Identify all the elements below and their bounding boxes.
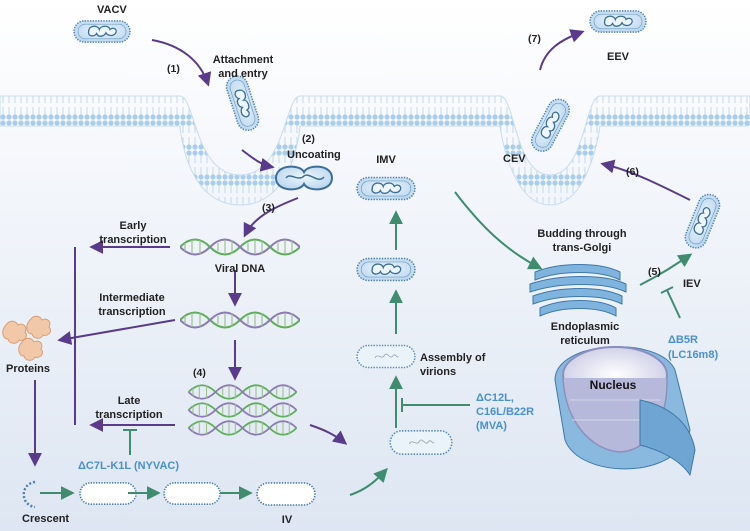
viral-dna-label: Viral DNA bbox=[215, 263, 266, 275]
iev-label: IEV bbox=[683, 278, 701, 290]
nucleus-icon bbox=[554, 346, 696, 477]
mva-deletion-line2: C16L/B22R bbox=[476, 406, 534, 418]
lc16m8-deletion-line2: (LC16m8) bbox=[668, 349, 718, 361]
imv-label: IMV bbox=[376, 154, 396, 166]
crescent-stage-2 bbox=[79, 482, 137, 505]
late-label-line1: Late bbox=[118, 395, 141, 407]
nucleus-label: Nucleus bbox=[590, 378, 637, 392]
budding-label-line1: Budding through bbox=[537, 228, 626, 240]
intermediate-label-line2: transcription bbox=[98, 306, 166, 318]
mature-virion bbox=[356, 257, 416, 282]
vacv-label: VACV bbox=[97, 4, 127, 16]
budding-label-line2: trans-Golgi bbox=[553, 242, 612, 254]
step-5-label: (5) bbox=[648, 266, 661, 278]
crescent-membrane bbox=[22, 480, 36, 509]
nyvac-deletion-label: ΔC7L-K1L (NYVAC) bbox=[78, 460, 179, 472]
green-arrows bbox=[40, 191, 693, 500]
step-3-label: (3) bbox=[262, 202, 275, 214]
assembling-virion bbox=[356, 344, 416, 369]
er-label-line2: reticulum bbox=[560, 335, 610, 347]
early-label-line1: Early bbox=[120, 220, 148, 232]
step-2-label: (2) bbox=[302, 133, 315, 145]
early-label-line2: transcription bbox=[99, 234, 167, 246]
eev-label: EEV bbox=[607, 51, 630, 63]
step-4-label: (4) bbox=[193, 367, 206, 379]
immature-virion-nucleoid bbox=[389, 429, 453, 456]
proteins-label: Proteins bbox=[6, 363, 50, 375]
mva-deletion-line1: ΔC12L, bbox=[476, 392, 514, 404]
golgi-apparatus-icon bbox=[529, 264, 627, 317]
assembly-label-line1: Assembly of bbox=[420, 352, 486, 364]
vacv-virion bbox=[73, 20, 131, 43]
imv-virion bbox=[356, 176, 416, 201]
lc16m8-deletion-line1: ΔB5R bbox=[668, 334, 698, 346]
proteins-icon bbox=[2, 315, 51, 361]
cell-membrane bbox=[0, 95, 750, 206]
attachment-label-line2: and entry bbox=[218, 68, 268, 80]
eev-virion bbox=[589, 10, 647, 33]
mva-deletion-line3: (MVA) bbox=[476, 420, 507, 432]
assembly-label-line2: virions bbox=[420, 366, 456, 378]
attachment-label-line1: Attachment bbox=[213, 54, 274, 66]
uncoated-core bbox=[274, 165, 334, 191]
er-label-line1: Endoplasmic bbox=[551, 321, 619, 333]
iv-label: IV bbox=[282, 514, 293, 526]
step-6-label: (6) bbox=[626, 166, 639, 178]
crescent-stage-3 bbox=[163, 482, 221, 505]
cev-label: CEV bbox=[503, 153, 526, 165]
late-label-line2: transcription bbox=[95, 409, 163, 421]
intermediate-label-line1: Intermediate bbox=[99, 292, 164, 304]
step-7-label: (7) bbox=[528, 33, 541, 45]
uncoating-label: Uncoating bbox=[287, 149, 341, 161]
step-1-label: (1) bbox=[167, 63, 180, 75]
inhibition-markers bbox=[123, 286, 681, 455]
crescent-label: Crescent bbox=[22, 513, 69, 525]
purple-arrows bbox=[28, 29, 691, 467]
